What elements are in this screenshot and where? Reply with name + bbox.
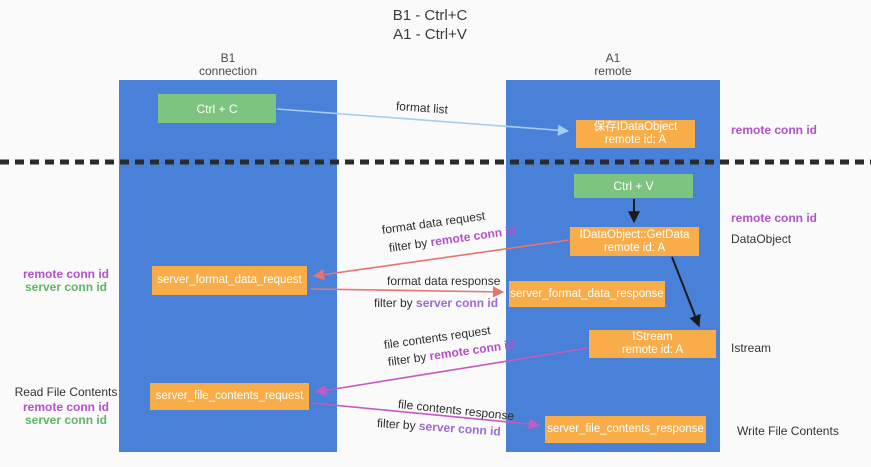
column-header-b1: B1 bbox=[220, 51, 236, 65]
ctrl-c-box: Ctrl + C bbox=[158, 94, 276, 123]
left-conn-id-block: remote conn id server conn id bbox=[14, 268, 118, 294]
column-header-a1: A1 bbox=[605, 51, 621, 65]
istream-line1: IStream bbox=[632, 331, 673, 343]
server-conn-id-text: server conn id bbox=[418, 418, 502, 439]
column-header-b1-connection: B1 connection bbox=[119, 52, 337, 78]
save-idataobject-line2: remote id: A bbox=[604, 134, 667, 146]
column-header-a1-remote: A1 remote bbox=[506, 52, 720, 78]
server-format-data-request-label: server_format_data_request bbox=[157, 274, 302, 286]
diagram-title: B1 - Ctrl+C A1 - Ctrl+V bbox=[280, 6, 580, 44]
column-header-remote: remote bbox=[594, 64, 632, 78]
server-file-contents-request-label: server_file_contents_request bbox=[155, 390, 304, 402]
server-file-contents-response-box: server_file_contents_response bbox=[545, 416, 706, 443]
label-format-data-response: format data response bbox=[387, 274, 501, 288]
left-read-file-block: Read File Contents remote conn id server… bbox=[14, 386, 118, 427]
title-line-1: B1 - Ctrl+C bbox=[392, 7, 468, 24]
server-format-data-response-box: server_format_data_response bbox=[509, 281, 665, 307]
idataobject-getdata-box: IDataObject::GetData remote id: A bbox=[570, 227, 699, 256]
getdata-line2: remote id: A bbox=[603, 241, 666, 254]
filter-by-text: filter by bbox=[388, 235, 429, 255]
filter-by-text: filter by bbox=[376, 416, 417, 433]
server-format-data-response-label: server_format_data_response bbox=[510, 287, 664, 300]
right-write-file-contents-label: Write File Contents bbox=[737, 424, 839, 438]
right-dataobject-label: DataObject bbox=[731, 232, 792, 246]
title-line-2: A1 - Ctrl+V bbox=[393, 26, 467, 43]
ctrl-v-label: Ctrl + V bbox=[613, 179, 654, 193]
left-server-conn-id-2: server conn id bbox=[24, 413, 108, 427]
filter-by-text: filter by bbox=[374, 296, 413, 310]
server-conn-id-text: server conn id bbox=[416, 296, 499, 310]
column-header-connection: connection bbox=[198, 64, 258, 78]
left-remote-conn-id-1: remote conn id bbox=[22, 267, 109, 281]
save-idataobject-box: 保存IDataObject remote id: A bbox=[576, 120, 695, 148]
left-read-file-contents-label: Read File Contents bbox=[14, 385, 118, 399]
server-file-contents-request-box: server_file_contents_request bbox=[150, 383, 309, 410]
right-istream-label: Istream bbox=[731, 341, 772, 355]
ctrl-v-box: Ctrl + V bbox=[574, 174, 693, 198]
left-remote-conn-id-2: remote conn id bbox=[22, 400, 109, 414]
server-format-data-request-box: server_format_data_request bbox=[152, 266, 307, 295]
right-remote-conn-id-1: remote conn id bbox=[731, 123, 818, 137]
server-file-contents-response-label: server_file_contents_response bbox=[547, 423, 704, 435]
getdata-line1: IDataObject::GetData bbox=[579, 228, 690, 241]
label-filter-server-1: filter by server conn id bbox=[374, 296, 498, 310]
label-format-list: format list bbox=[395, 99, 449, 117]
arrow-format-data-response bbox=[310, 286, 505, 298]
left-server-conn-id-1: server conn id bbox=[24, 280, 108, 294]
ctrl-c-label: Ctrl + C bbox=[196, 101, 238, 116]
save-idataobject-line1: 保存IDataObject bbox=[593, 121, 678, 133]
istream-line2: remote id: A bbox=[621, 344, 684, 356]
right-remote-conn-id-2: remote conn id bbox=[731, 211, 818, 225]
istream-box: IStream remote id: A bbox=[589, 330, 716, 358]
filter-by-text: filter by bbox=[387, 349, 428, 369]
